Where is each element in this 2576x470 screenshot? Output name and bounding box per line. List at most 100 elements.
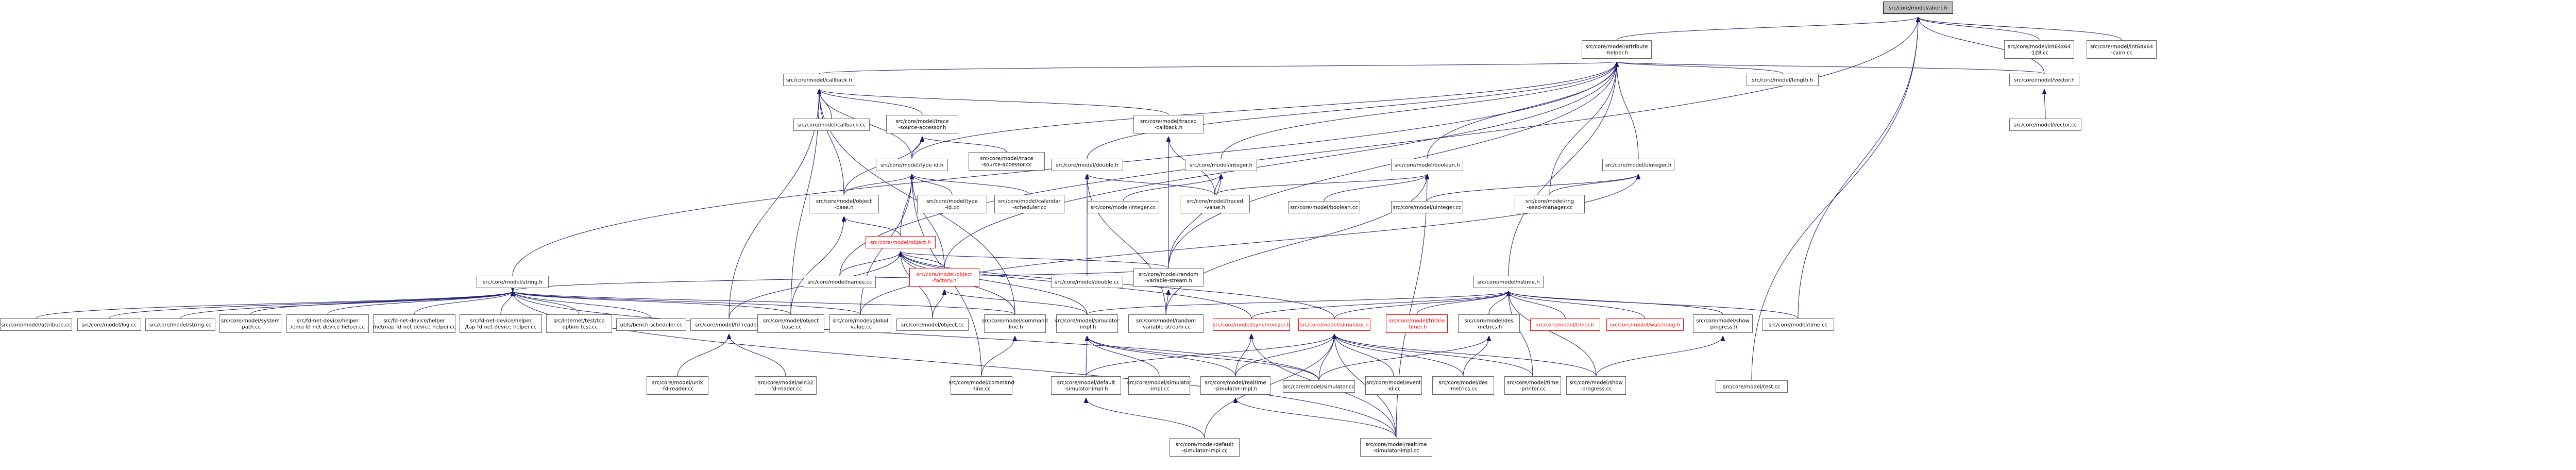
file-node-vector-cc[interactable]: src/core/model/vector.cc: [2009, 119, 2081, 131]
file-node-event-id-cc[interactable]: src/core/model/event-id.cc: [1365, 376, 1422, 395]
file-node-time-printer-cc[interactable]: src/core/model/time-printer.cc: [1504, 376, 1561, 395]
file-node-command-line-h[interactable]: src/core/model/command-line.h: [982, 314, 1048, 333]
file-node-random-variable-stream-h[interactable]: src/core/model/random-variable-stream.h: [1133, 268, 1204, 287]
file-node-label: -base.cc: [780, 325, 802, 330]
file-node-object-base-cc[interactable]: src/core/model/object-base.cc: [757, 314, 824, 333]
include-edge: [1334, 333, 1597, 377]
include-edge: [1087, 291, 1509, 315]
file-node-object-cc[interactable]: src/core/model/object.cc: [896, 318, 969, 331]
file-node-fd-netmap-helper[interactable]: src/fd-net-device/helper/netmap-fd-net-d…: [373, 314, 456, 333]
file-node-attribute-cc[interactable]: src/core/model/attribute.cc: [0, 318, 72, 331]
file-node-uinteger-cc[interactable]: src/core/model/uinteger.cc: [1391, 201, 1463, 213]
file-node-timer-h[interactable]: src/core/model/timer.h: [1530, 318, 1600, 331]
file-node-traced-value-h[interactable]: src/core/model/traced-value.h: [1180, 195, 1250, 213]
file-node-box: [1283, 380, 1355, 393]
file-node-callback-cc[interactable]: src/core/model/callback.cc: [793, 119, 870, 131]
file-node-label: src/core/model/des: [1464, 318, 1513, 324]
include-edge: [1509, 291, 1597, 377]
file-node-length-h[interactable]: src/core/model/length.h: [1747, 74, 1819, 86]
include-edge: [1123, 174, 1221, 202]
file-node-simulator-cc[interactable]: src/core/model/simulator.cc: [1283, 380, 1355, 393]
file-node-label: -line.h: [1007, 325, 1023, 330]
include-edge: [513, 291, 861, 315]
file-node-traced-callback-h[interactable]: src/core/model/traced-callback.h: [1133, 115, 1204, 133]
file-node-trace-source-accessor-cc[interactable]: src/core/model/trace-source-accessor.cc: [969, 152, 1045, 171]
file-node-global-value-cc[interactable]: src/core/model/global-value.cc: [829, 314, 891, 333]
file-node-type-id-h[interactable]: src/core/model/type-id.h: [876, 159, 948, 171]
file-node-label: src/core/model/abort.h: [1889, 6, 1947, 11]
file-node-integer-cc[interactable]: src/core/model/integer.cc: [1087, 201, 1159, 213]
file-node-boolean-cc[interactable]: src/core/model/boolean.cc: [1288, 201, 1360, 213]
file-node-double-cc[interactable]: src/core/model/double.cc: [1051, 276, 1123, 288]
file-node-type-id-cc[interactable]: src/core/model/type-id.cc: [917, 195, 987, 213]
file-node-des-metrics-h[interactable]: src/core/model/des-metrics.h: [1458, 314, 1520, 333]
file-node-integer-h[interactable]: src/core/model/integer.h: [1185, 159, 1257, 171]
file-node-label: src/core/model/realtime: [1205, 380, 1266, 386]
file-node-synchronizer-h[interactable]: src/core/model/synchronizer.h: [1213, 318, 1290, 331]
file-node-unix-fd-reader-cc[interactable]: src/core/model/unix-fd-reader.cc: [647, 376, 708, 395]
file-node-attribute-helper-h[interactable]: src/core/model/attribute-helper.h: [1582, 40, 1652, 59]
file-node-label: src/core/model/fd-reader.h: [695, 323, 763, 328]
file-node-scheduler-cc[interactable]: utils/bench-scheduler.cc: [616, 318, 686, 331]
file-node-double-h[interactable]: src/core/model/double.h: [1051, 159, 1123, 171]
file-node-box: [1288, 201, 1360, 213]
file-node-log-cc[interactable]: src/core/model/log.cc: [77, 318, 141, 331]
file-node-realtime-simulator-impl-h[interactable]: src/core/model/realtime-simulator-impl.h: [1200, 376, 1270, 395]
file-node-system-path-cc[interactable]: src/core/model/system-path.cc: [219, 314, 281, 333]
file-node-names-cc[interactable]: src/core/model/names.cc: [804, 276, 876, 288]
file-node-label: -scheduler.cc: [1012, 205, 1046, 211]
file-node-box: [546, 314, 612, 333]
file-node-realtime-simulator-impl-cc[interactable]: src/core/model/realtime-simulator-impl.c…: [1360, 438, 1432, 457]
file-node-fd-emu-helper[interactable]: src/fd-net-device/helper/emu-fd-net-devi…: [286, 314, 369, 333]
file-node-label: src/core/model/system: [221, 318, 280, 324]
file-node-object-factory-h[interactable]: src/core/model/object-factory.h: [909, 268, 979, 287]
include-edge: [1596, 335, 1723, 377]
file-node-default-simulator-impl-cc[interactable]: src/core/model/default-simulator-impl.cc: [1170, 438, 1240, 457]
file-node-default-simulator-impl-h[interactable]: src/core/model/default-simulator-impl.h: [1051, 376, 1121, 395]
file-node-simulator-impl-h[interactable]: src/core/model/simulator-impl.h: [1055, 314, 1120, 333]
file-node-command-line-cc[interactable]: src/core/model/command-line.cc: [948, 376, 1014, 395]
file-node-callback-h[interactable]: src/core/model/callback.h: [783, 74, 855, 86]
file-node-label: -impl.cc: [1149, 387, 1169, 392]
file-node-show-progress-cc[interactable]: src/core/model/show-progress.cc: [1566, 376, 1626, 395]
include-edge: [1251, 291, 1509, 319]
file-node-nstime-h[interactable]: src/core/model/nstime.h: [1473, 276, 1544, 288]
file-node-int64x64-128-cc[interactable]: src/core/model/int64x64-128.cc: [2004, 40, 2074, 59]
file-node-label: src/core/model/boolean.cc: [1290, 205, 1358, 211]
file-node-win32-fd-reader-cc[interactable]: src/core/model/win32-fd-reader.cc: [755, 376, 817, 395]
file-node-box: [1883, 2, 1953, 14]
include-edge: [944, 62, 1617, 268]
file-node-boolean-h[interactable]: src/core/model/boolean.h: [1391, 159, 1463, 171]
file-node-trace-source-accessor-h[interactable]: src/core/model/trace-source-accessor.h: [886, 115, 958, 133]
file-node-vector-h[interactable]: src/core/model/vector.h: [2009, 74, 2079, 86]
include-edge: [1334, 334, 1394, 377]
file-node-int64x64-cairo-cc[interactable]: src/core/model/int64x64-cairo.cc: [2087, 40, 2157, 59]
include-edge: [677, 334, 729, 377]
file-node-random-variable-stream-cc[interactable]: src/core/model/random-variable-stream.cc: [1128, 314, 1204, 333]
file-node-test-cc[interactable]: src/core/model/test.cc: [1716, 380, 1788, 393]
include-edge: [250, 291, 513, 315]
file-node-fd-reader-h[interactable]: src/core/model/fd-reader.h: [690, 318, 768, 331]
file-node-simulator-h[interactable]: src/core/model/simulator.h: [1298, 318, 1370, 331]
file-node-des-metrics-cc[interactable]: src/core/model/des-metrics.cc: [1432, 376, 1494, 395]
include-edge: [1324, 174, 1427, 202]
file-node-object-base-h[interactable]: src/core/model/object-base.h: [809, 195, 879, 213]
file-node-string-cc[interactable]: src/core/model/string.cc: [145, 318, 215, 331]
file-node-rng-seed-manager-cc[interactable]: src/core/model/rng-seed-manager.cc: [1515, 195, 1585, 213]
file-node-show-progress-h[interactable]: src/core/model/show-progress.h: [1693, 314, 1753, 333]
file-node-watchdog-h[interactable]: src/core/model/watchdog.h: [1606, 318, 1684, 331]
file-node-label: src/core/model/timer.h: [1536, 323, 1595, 328]
file-node-label: src/core/model/simulator.cc: [1283, 384, 1354, 390]
file-node-wall-clock-timer-h[interactable]: src/core/model/trickle-timer.h: [1386, 314, 1448, 333]
file-node-calendar-scheduler-cc[interactable]: src/core/model/calendar-scheduler.cc: [994, 195, 1064, 213]
file-node-object-h[interactable]: src/core/model/object.h: [866, 236, 936, 248]
file-node-uinteger-h[interactable]: src/core/model/uinteger.h: [1602, 159, 1674, 171]
file-node-fd-tap-helper[interactable]: src/fd-net-device/helper/tap-fd-net-devi…: [460, 314, 542, 333]
include-edge: [36, 291, 513, 319]
file-node-simulator-impl-cc[interactable]: src/core/model/simulator-impl.cc: [1127, 376, 1192, 395]
file-node-string-h[interactable]: src/core/model/string.h: [477, 276, 549, 288]
include-edge: [901, 251, 1169, 268]
file-node-time-cc[interactable]: src/core/model/time.cc: [1762, 318, 1834, 331]
file-node-internet-bsp-tool[interactable]: src/internet/test/tcp-option-test.cc: [546, 314, 612, 333]
file-node-label: -value.h: [1205, 205, 1225, 211]
